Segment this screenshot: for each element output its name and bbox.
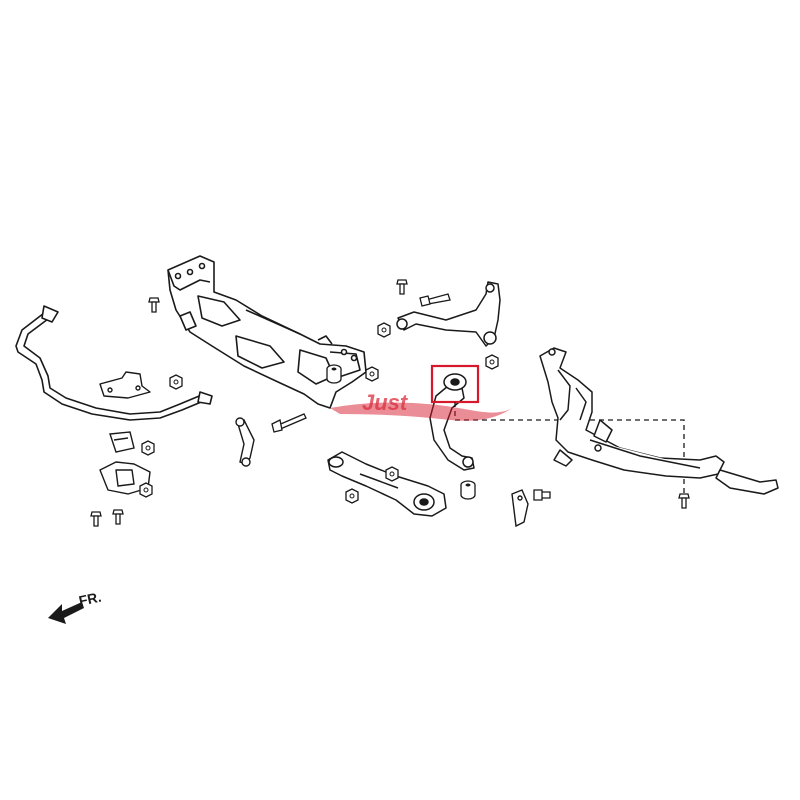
stabilizer-bushing — [109, 431, 135, 453]
bracket-plate — [511, 489, 529, 528]
lower-control-arm — [327, 451, 447, 517]
direction-label: FR. — [77, 589, 102, 609]
bolt — [112, 509, 124, 525]
rear-upper-arm — [429, 373, 475, 471]
bolt-long — [271, 413, 307, 433]
nut — [141, 440, 155, 456]
nut — [377, 322, 391, 338]
arm-bolt — [419, 293, 451, 307]
stabilizer-bracket-upper — [99, 371, 151, 399]
watermark-text: Just — [362, 390, 409, 415]
rear-subframe — [167, 255, 367, 409]
leader-line — [454, 402, 685, 494]
stabilizer-bracket-lower — [99, 461, 151, 495]
front-direction-indicator: FR. — [48, 589, 103, 624]
nut — [169, 374, 183, 390]
bolt — [90, 511, 102, 527]
stabilizer-link — [235, 417, 255, 467]
nut — [139, 482, 153, 498]
arrow-left-icon — [48, 602, 84, 624]
rear-knuckle-frame — [539, 347, 779, 495]
stabilizer-bar — [15, 305, 213, 421]
bushing — [460, 480, 476, 500]
small-bolt — [533, 489, 551, 501]
nut — [365, 366, 379, 382]
bolt — [396, 279, 408, 295]
upper-control-arm — [396, 281, 501, 347]
nut — [345, 488, 359, 504]
nut — [385, 466, 399, 482]
bushing-nut — [485, 354, 499, 370]
bolt — [678, 493, 690, 509]
watermark: Just — [330, 390, 512, 421]
bushing — [326, 364, 342, 384]
bolt — [148, 297, 160, 313]
watermark-swoosh — [330, 402, 512, 421]
